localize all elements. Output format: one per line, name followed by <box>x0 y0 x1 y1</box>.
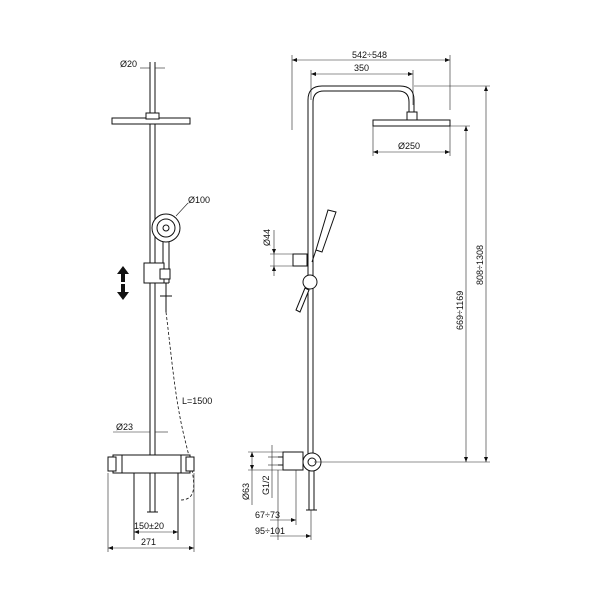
hand-shower-ring <box>156 218 176 238</box>
dim-head-diameter: Ø250 <box>398 141 420 151</box>
hand-shower-neck <box>311 249 317 263</box>
mixer-knob-right <box>185 456 195 472</box>
dim-thread: G1/2 <box>261 475 271 495</box>
dim-handshower-diameter: Ø100 <box>188 195 210 205</box>
mixer-side-body <box>282 451 304 471</box>
dim-mixer-diameter: Ø63 <box>241 483 251 500</box>
riser-arm-inner <box>312 90 410 458</box>
dim-offset-a: 67÷73 <box>255 510 280 520</box>
slider-lever <box>295 287 310 313</box>
head-shower-plate <box>372 119 451 127</box>
hand-shower-side <box>315 209 337 253</box>
dim-arm-projection: 350 <box>354 63 369 73</box>
dim-total-projection: 542÷548 <box>352 50 387 60</box>
hand-shower-center <box>162 224 170 232</box>
hand-shower-face <box>151 213 181 243</box>
dim-offset-b: 95÷101 <box>255 526 285 536</box>
dim-lower-pipe-diameter: Ø23 <box>116 422 133 432</box>
dim-total-width: 271 <box>141 537 156 547</box>
slider-holder <box>159 268 171 280</box>
dim-hose-length: L=1500 <box>182 396 212 406</box>
dim-height-range-b: 808÷1308 <box>475 245 485 285</box>
leader-line <box>175 202 189 217</box>
dim-height-range-a: 669÷1169 <box>455 291 465 330</box>
up-down-arrow-icon <box>117 266 129 300</box>
slider-knob <box>302 274 318 290</box>
side-view: 542÷548 350 Ø250 Ø44 <box>241 50 490 540</box>
dim-top-pipe-diameter: Ø20 <box>120 59 137 69</box>
front-view: Ø20 Ø100 L=1500 Ø23 <box>107 59 212 552</box>
dim-slider-diameter: Ø44 <box>262 229 272 246</box>
mixer-body <box>112 454 191 474</box>
dim-inlet-spacing: 150±20 <box>134 521 164 531</box>
mixer-knob-left <box>107 456 117 472</box>
riser-arm-outer <box>307 85 415 458</box>
head-shower-joint <box>145 112 160 120</box>
slider-side-bracket <box>292 253 308 267</box>
head-shower-joint <box>406 111 418 121</box>
